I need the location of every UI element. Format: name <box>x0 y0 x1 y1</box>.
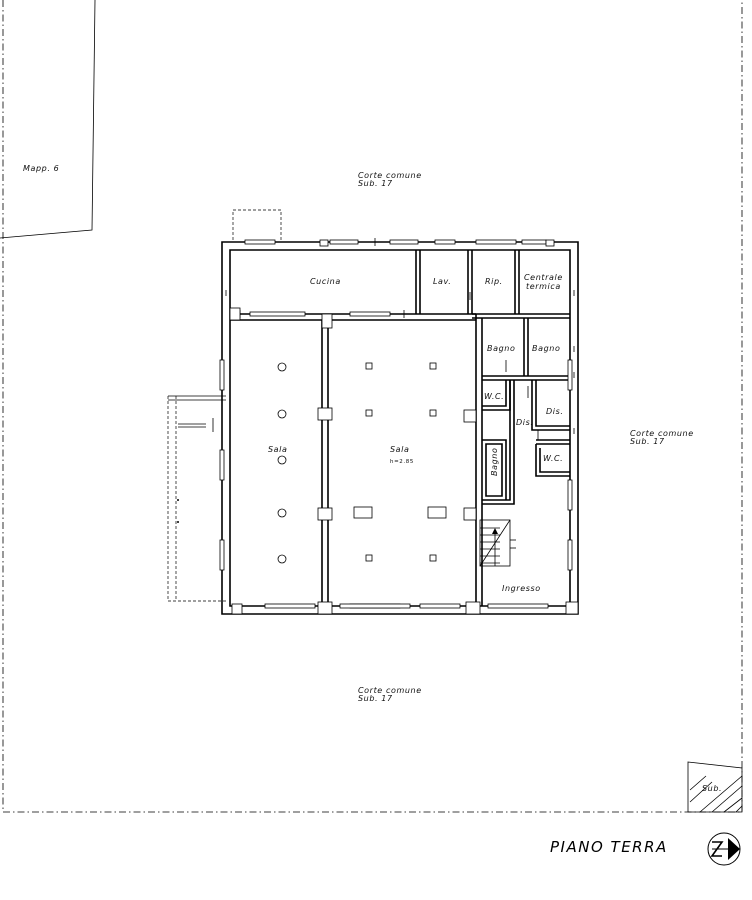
room-label-ingresso: Ingresso <box>502 584 541 593</box>
sala-columns <box>277 362 287 564</box>
building-walls <box>221 241 579 615</box>
openings <box>219 238 575 609</box>
room-label-dis-2: Dis. <box>516 418 534 427</box>
pilasters <box>229 239 579 615</box>
corte-top-line1: Corte comune <box>358 171 422 180</box>
corte-bottom-line2: Sub. 17 <box>358 694 393 703</box>
mappale-parcel <box>0 0 96 239</box>
mappale-label: Mapp. 6 <box>23 164 59 173</box>
sub-parcel <box>687 761 743 813</box>
room-label-dis-1: Dis. <box>546 407 564 416</box>
sub-label: Sub. <box>702 784 722 793</box>
room-label-bagno-2: Bagno <box>532 344 560 353</box>
corte-right-line2: Sub. 17 <box>630 437 665 446</box>
room-label-centrale: Centrale <box>524 273 563 282</box>
room-label-bagno-3: Bagno <box>490 448 499 476</box>
room-label-sala-1: Sala <box>268 445 288 454</box>
room-label-cucina: Cucina <box>310 277 341 286</box>
room-height-label: h=2.85 <box>390 459 414 465</box>
room-label-wc-2: W.C. <box>543 454 563 463</box>
top-canopy <box>232 209 282 243</box>
corte-top-line2: Sub. 17 <box>358 179 393 188</box>
north-arrow-icon <box>707 832 741 866</box>
room-label-lav: Lav. <box>433 277 451 286</box>
room-label-wc-1: W.C. <box>484 392 504 401</box>
sala-pillars <box>353 362 447 562</box>
room-label-bagno-1: Bagno <box>487 344 515 353</box>
property-boundary <box>2 0 743 813</box>
room-label-termica: termica <box>526 282 561 291</box>
left-portico <box>167 395 226 602</box>
staircase <box>479 519 516 567</box>
room-label-sala-2: Sala <box>390 445 410 454</box>
room-label-rip: Rip. <box>485 277 503 286</box>
corte-bottom-line1: Corte comune <box>358 686 422 695</box>
plan-title: PIANO TERRA <box>550 838 668 856</box>
corte-right-line1: Corte comune <box>630 429 694 438</box>
